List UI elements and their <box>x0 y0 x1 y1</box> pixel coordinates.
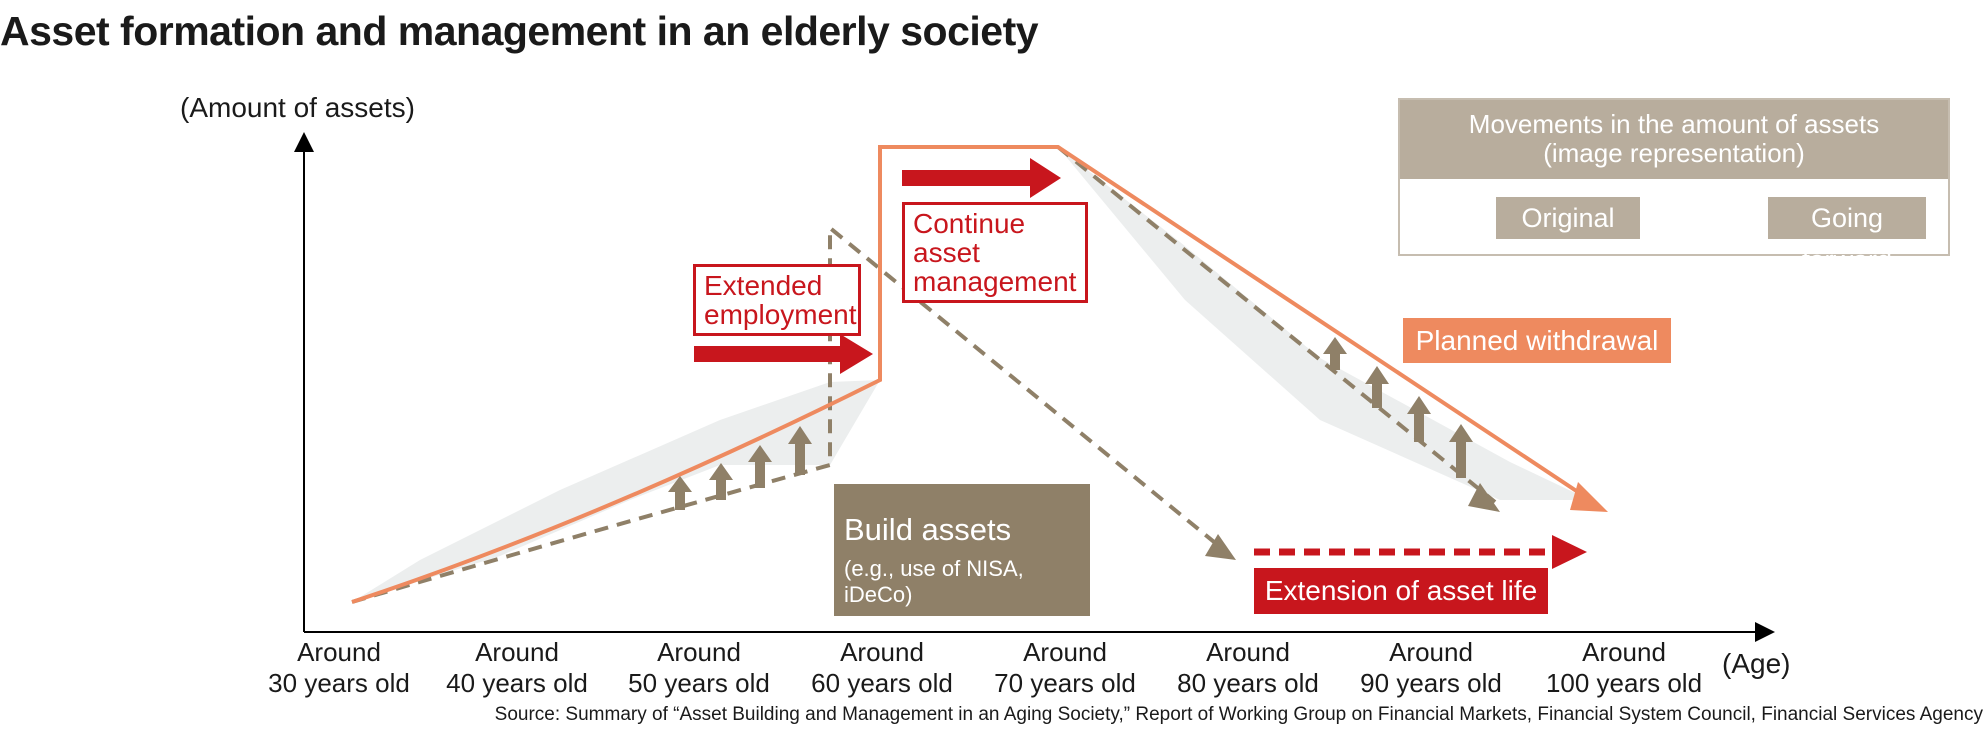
accumulation-gap-fill <box>352 380 880 602</box>
extended-employment-box: Extended employment <box>693 264 861 336</box>
build-assets-box: Build assets (e.g., use of NISA, iDeCo) <box>834 484 1090 616</box>
continue-management-box: Continue asset management <box>902 202 1088 303</box>
legend-going-forward-label: Going forward <box>1768 197 1926 275</box>
original-arrowhead <box>1205 534 1236 560</box>
legend-original-label: Original <box>1496 197 1640 239</box>
going-forward-arrowhead <box>1570 482 1608 512</box>
build-assets-sublabel: (e.g., use of NISA, iDeCo) <box>844 556 1024 607</box>
build-assets-label: Build assets <box>844 512 1012 547</box>
legend: Movements in the amount of assets (image… <box>1398 98 1950 275</box>
extended-employment-arrow <box>694 334 873 374</box>
original-withdrawal-arrowhead <box>1468 483 1500 512</box>
y-axis-label: (Amount of assets) <box>180 92 415 123</box>
original-withdrawal-line <box>1056 145 1497 504</box>
planned-withdrawal-label: Planned withdrawal <box>1403 318 1671 363</box>
x-axis-label: (Age) <box>1722 648 1791 679</box>
source-note: Source: Summary of “Asset Building and M… <box>494 704 1983 725</box>
extension-asset-life-label: Extension of asset life <box>1254 568 1548 614</box>
accumulation-up-arrows <box>668 426 812 510</box>
continue-management-arrow <box>902 158 1061 198</box>
chart-title: Asset formation and management in an eld… <box>0 8 1039 54</box>
going-forward-line <box>351 145 1592 604</box>
withdrawal-up-arrows <box>1323 337 1473 478</box>
legend-heading: Movements in the amount of assets (image… <box>1400 100 1948 179</box>
extension-arrowhead <box>1552 535 1587 569</box>
